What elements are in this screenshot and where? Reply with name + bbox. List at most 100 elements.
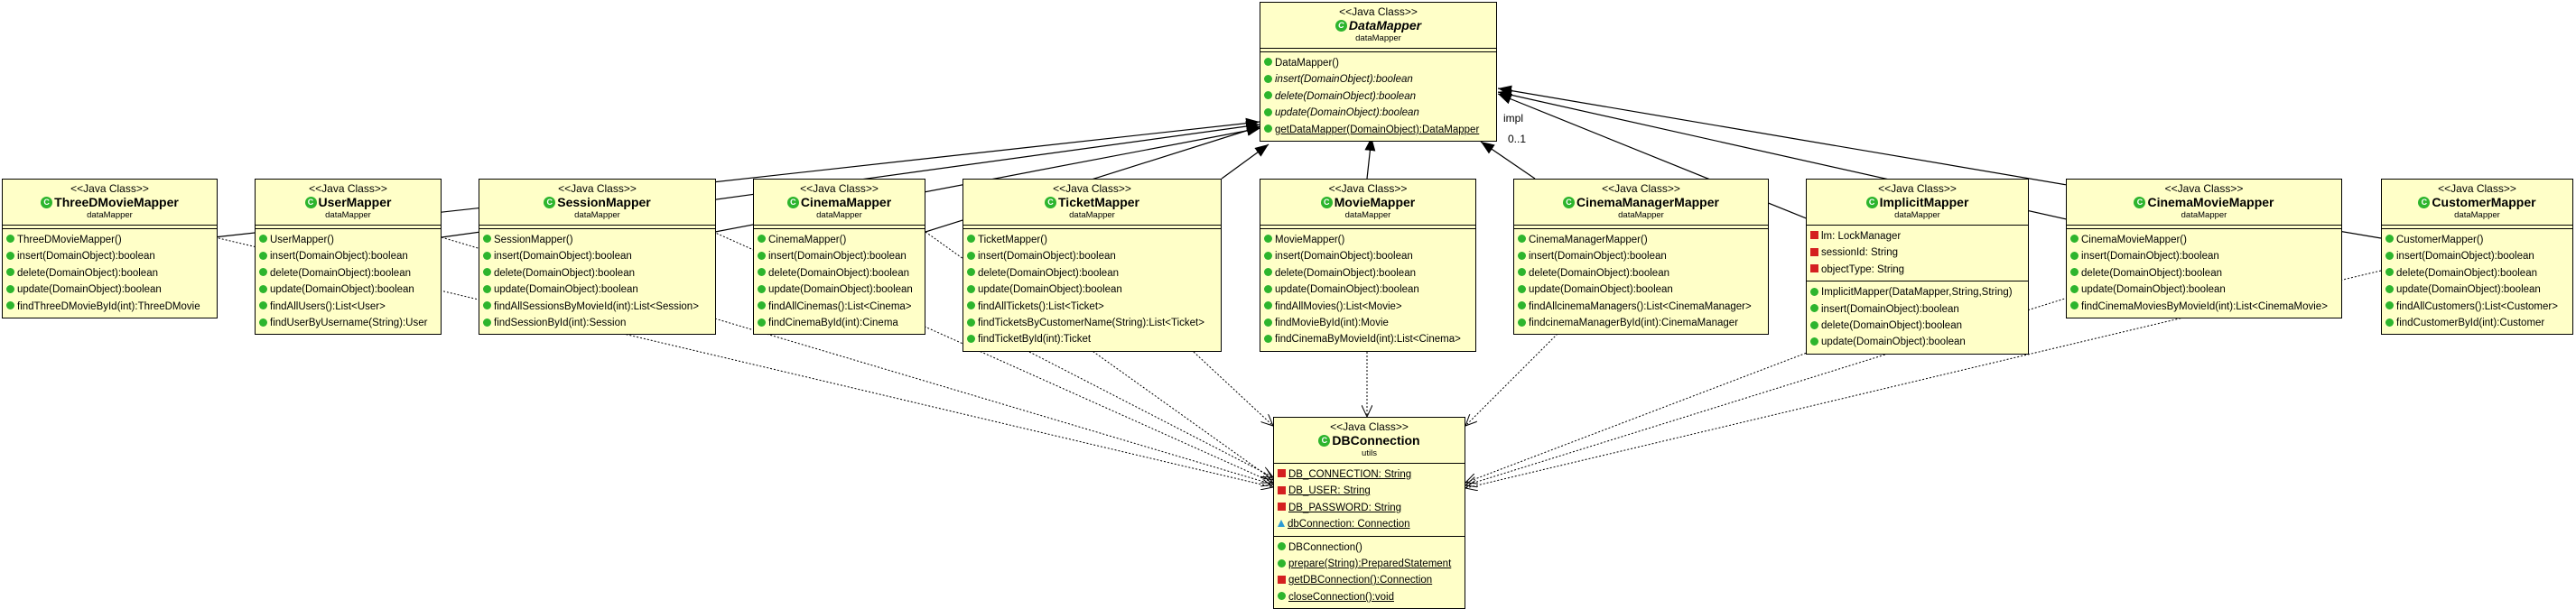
method-text: insert(DomainObject):boolean <box>768 251 907 263</box>
class-name-text: ThreeDMovieMapper <box>54 195 179 209</box>
public-visibility-icon <box>2070 268 2078 277</box>
private-visibility-icon <box>1810 231 1818 240</box>
package-label: dataMapper <box>87 210 133 220</box>
method-text: update(DomainObject):boolean <box>1275 284 1419 296</box>
field-text: objectType: String <box>1821 263 1905 275</box>
public-visibility-icon <box>483 268 491 277</box>
method-text: findAllMovies():List<Movie> <box>1275 300 1402 312</box>
public-visibility-icon <box>2385 301 2394 310</box>
method-text: findCinemaById(int):Cinema <box>768 318 898 329</box>
methods-section: MovieMapper()insert(DomainObject):boolea… <box>1260 229 1475 351</box>
inheritance-line <box>1480 141 1536 180</box>
method-row: delete(DomainObject):boolean <box>1514 265 1768 281</box>
method-text: delete(DomainObject):boolean <box>494 267 635 279</box>
package-label: dataMapper <box>325 210 371 220</box>
inheritance-line <box>1497 93 1847 235</box>
public-visibility-icon <box>6 301 14 310</box>
class-name-text: CinemaMapper <box>800 195 892 209</box>
field-text: dbConnection: Connection <box>1288 519 1410 531</box>
method-row: update(DomainObject):boolean <box>479 281 715 298</box>
methods-section: SessionMapper()insert(DomainObject):bool… <box>479 229 715 334</box>
method-text: update(DomainObject):boolean <box>978 284 1122 296</box>
method-text: ImplicitMapper(DataMapper,String,String) <box>1821 287 2013 299</box>
public-visibility-icon <box>2385 235 2394 244</box>
public-visibility-icon <box>967 251 975 260</box>
method-row: findTicketById(int):Ticket <box>963 331 1221 347</box>
empty-fields-section <box>754 226 925 229</box>
public-visibility-icon <box>1518 268 1526 277</box>
method-row: insert(DomainObject):boolean <box>2067 248 2341 264</box>
public-visibility-icon <box>1518 251 1526 260</box>
method-row: prepare(String):PreparedStatement <box>1274 556 1465 572</box>
method-text: UserMapper() <box>270 235 334 245</box>
method-text: getDBConnection():Connection <box>1288 575 1433 586</box>
method-text: findTicketsByCustomerName(String):List<T… <box>978 318 1204 329</box>
method-row: insert(DomainObject):boolean <box>1260 248 1475 264</box>
empty-fields-section <box>1514 226 1768 229</box>
private-visibility-icon <box>1810 247 1818 256</box>
stereotype-label: <<Java Class>> <box>1328 182 1408 195</box>
method-row: update(DomainObject):boolean <box>1807 334 2028 350</box>
package-label: dataMapper <box>2181 210 2227 220</box>
stereotype-label: <<Java Class>> <box>1330 420 1409 433</box>
method-text: update(DomainObject):boolean <box>1275 107 1419 119</box>
public-visibility-icon <box>1264 318 1272 327</box>
method-text: CinemaMapper() <box>768 235 847 245</box>
public-visibility-icon <box>758 235 766 244</box>
method-text: findUserByUsername(String):User <box>270 318 428 329</box>
package-label: dataMapper <box>816 210 862 220</box>
class-name-text: TicketMapper <box>1058 195 1139 209</box>
method-text: findAllSessionsByMovieId(int):List<Sessi… <box>494 300 699 312</box>
public-visibility-icon <box>967 284 975 293</box>
methods-section: CinemaMovieMapper()insert(DomainObject):… <box>2067 229 2341 318</box>
method-text: update(DomainObject):boolean <box>1821 337 1966 348</box>
method-row: findCinemaByMovieId(int):List<Cinema> <box>1260 331 1475 347</box>
package-label: dataMapper <box>1355 33 1401 43</box>
method-row: findTicketsByCustomerName(String):List<T… <box>963 315 1221 331</box>
public-visibility-icon <box>1518 235 1526 244</box>
method-text: insert(DomainObject):boolean <box>17 251 155 263</box>
public-visibility-icon <box>6 251 14 260</box>
public-visibility-icon <box>1264 251 1272 260</box>
method-row: delete(DomainObject):boolean <box>2382 265 2572 281</box>
method-text: findAllCinemas():List<Cinema> <box>768 300 912 312</box>
field-row: DB_CONNECTION: String <box>1274 466 1465 483</box>
class-icon: C <box>544 196 556 208</box>
dependency-line <box>1465 333 1558 426</box>
methods-section: UserMapper()insert(DomainObject):boolean… <box>256 229 441 334</box>
method-text: insert(DomainObject):boolean <box>2396 251 2534 263</box>
method-text: insert(DomainObject):boolean <box>1275 74 1413 86</box>
public-visibility-icon <box>1264 107 1272 116</box>
public-visibility-icon <box>1264 74 1272 83</box>
method-row: findCinemaMoviesByMovieId(int):List<Cine… <box>2067 299 2341 315</box>
field-row: sessionId: String <box>1807 245 2028 261</box>
method-text: CinemaManagerMapper() <box>1529 235 1648 245</box>
method-row: MovieMapper() <box>1260 232 1475 248</box>
methods-section: DBConnection()prepare(String):PreparedSt… <box>1274 535 1465 609</box>
public-visibility-icon <box>967 268 975 277</box>
field-text: sessionId: String <box>1821 247 1899 259</box>
package-visibility-icon <box>1278 520 1285 528</box>
class-name-text: UserMapper <box>318 195 392 209</box>
public-visibility-icon <box>1518 318 1526 327</box>
empty-fields-section <box>2067 226 2341 229</box>
package-label: utils <box>1362 448 1377 458</box>
package-label: dataMapper <box>1618 210 1664 220</box>
